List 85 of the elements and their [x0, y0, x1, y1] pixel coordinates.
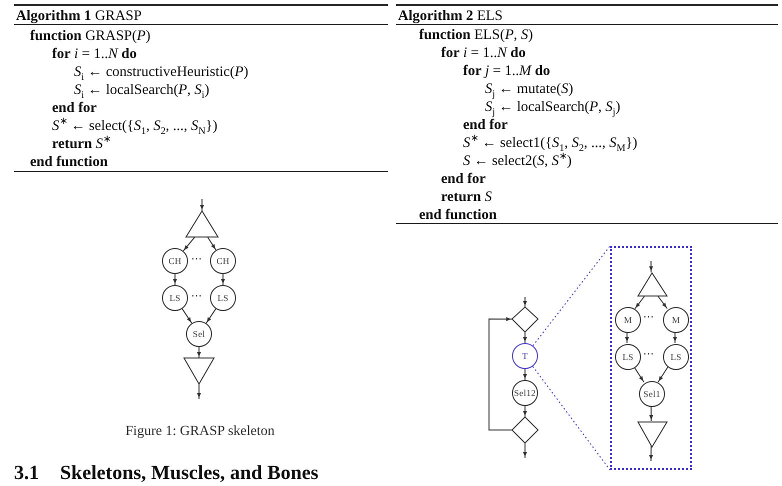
section-number: 3.1: [14, 462, 39, 484]
zoom-line: [532, 366, 610, 470]
arrow: [207, 236, 216, 251]
arrow: [649, 445, 654, 462]
triangle-node: [183, 357, 215, 385]
circle-node: [639, 381, 665, 407]
circle-node: [210, 248, 236, 274]
arrow: [634, 294, 646, 310]
pseudocode-line: end function: [30, 153, 108, 171]
arrow: [523, 368, 527, 380]
pseudocode-line: end for: [52, 99, 97, 117]
decision-diamond: [511, 416, 539, 444]
pseudocode-line: S ← select2(S, S$^{∗}$): [463, 152, 572, 170]
pseudocode-line: for i = 1..N do: [441, 44, 526, 62]
pseudocode-line: for j = 1..M do: [463, 62, 550, 80]
ellipsis: ⋯: [191, 289, 202, 303]
pseudocode-line: end for: [441, 170, 486, 188]
circle-node: [512, 380, 538, 406]
circle-node: [162, 248, 188, 274]
node-label: M: [624, 315, 632, 325]
node-label: LS: [622, 352, 634, 362]
node-label: Sel1: [643, 389, 661, 399]
arrow: [658, 366, 668, 383]
arrow: [206, 308, 216, 324]
arrow: [200, 198, 204, 212]
decision-diamond: [511, 306, 539, 333]
node-label: CH: [168, 256, 182, 266]
pseudocode-line: S$^{∗}$ ← select({S$_{1}$, S$_{2}$, ..., S$_{N}$}): [52, 117, 218, 135]
pseudocode-line: Algorithm 2 ELS: [398, 7, 503, 25]
node-label: T: [522, 351, 528, 361]
circle-node: [615, 307, 641, 333]
arrow: [625, 332, 629, 344]
node-label: M: [672, 315, 680, 325]
pseudocode-line: Algorithm 1 GRASP: [16, 7, 142, 25]
node-label: LS: [169, 293, 181, 303]
arrow: [197, 346, 201, 358]
ellipsis: ⋯: [643, 310, 654, 324]
triangle-node: [637, 272, 668, 297]
circle-node: [663, 344, 689, 370]
arrow: [523, 442, 527, 458]
pseudocode-line: S$_{j}$ ← localSearch(P, S$_{j}$): [485, 99, 620, 116]
figure-caption: Figure 1: GRASP skeleton: [124, 423, 276, 441]
arrow: [673, 332, 677, 344]
circle-node: [512, 343, 538, 369]
arrow: [488, 317, 513, 430]
pseudocode-line: S$_{i}$ ← localSearch(P, S$_{i}$): [74, 81, 210, 99]
pseudocode-line: S$_{i}$ ← constructiveHeuristic(P): [74, 63, 248, 81]
node-label: Sel: [192, 329, 206, 339]
arrow: [523, 406, 527, 418]
node-label: Sel12: [514, 388, 536, 398]
node-label: LS: [217, 293, 229, 303]
pseudocode-line: for i = 1..N do: [52, 45, 137, 63]
pseudocode-line: return S$^{∗}$: [52, 135, 111, 153]
circle-node: [186, 321, 212, 347]
pseudocode-line: S$^{∗}$ ← select1({S$_{1}$, S$_{2}$, ..., S$_{M}$}): [463, 134, 638, 152]
triangle-node: [185, 210, 219, 238]
arrow: [221, 274, 225, 286]
arrow: [182, 236, 196, 252]
pseudocode-line: function ELS(P, S): [419, 26, 534, 44]
arrow: [523, 296, 527, 308]
circle-node: [663, 307, 689, 333]
pseudocode-line: end for: [463, 117, 508, 134]
pseudocode-line: function GRASP(P): [30, 27, 150, 45]
section-heading: Skeletons, Muscles, and Bones: [60, 462, 318, 484]
circle-node: [210, 285, 236, 311]
circle-node: [162, 285, 188, 311]
pseudocode-line: end function: [419, 206, 497, 224]
pseudocode-line: return S: [441, 188, 492, 206]
arrow: [197, 384, 201, 400]
pseudocode-line: S$_{j}$ ← mutate(S): [485, 80, 574, 98]
node-label: CH: [216, 256, 230, 266]
triangle-node: [637, 421, 668, 448]
circle-node: [615, 344, 641, 370]
arrow: [649, 260, 654, 273]
arrow: [656, 294, 668, 310]
ellipsis: ⋯: [643, 347, 654, 361]
zoom-box: [610, 246, 692, 470]
arrow: [634, 366, 644, 383]
arrow: [649, 406, 654, 422]
arrow: [182, 308, 192, 324]
ellipsis: ⋯: [191, 252, 202, 266]
node-label: LS: [670, 352, 682, 362]
arrow: [173, 274, 177, 286]
zoom-line: [532, 246, 610, 346]
arrow: [523, 332, 527, 344]
